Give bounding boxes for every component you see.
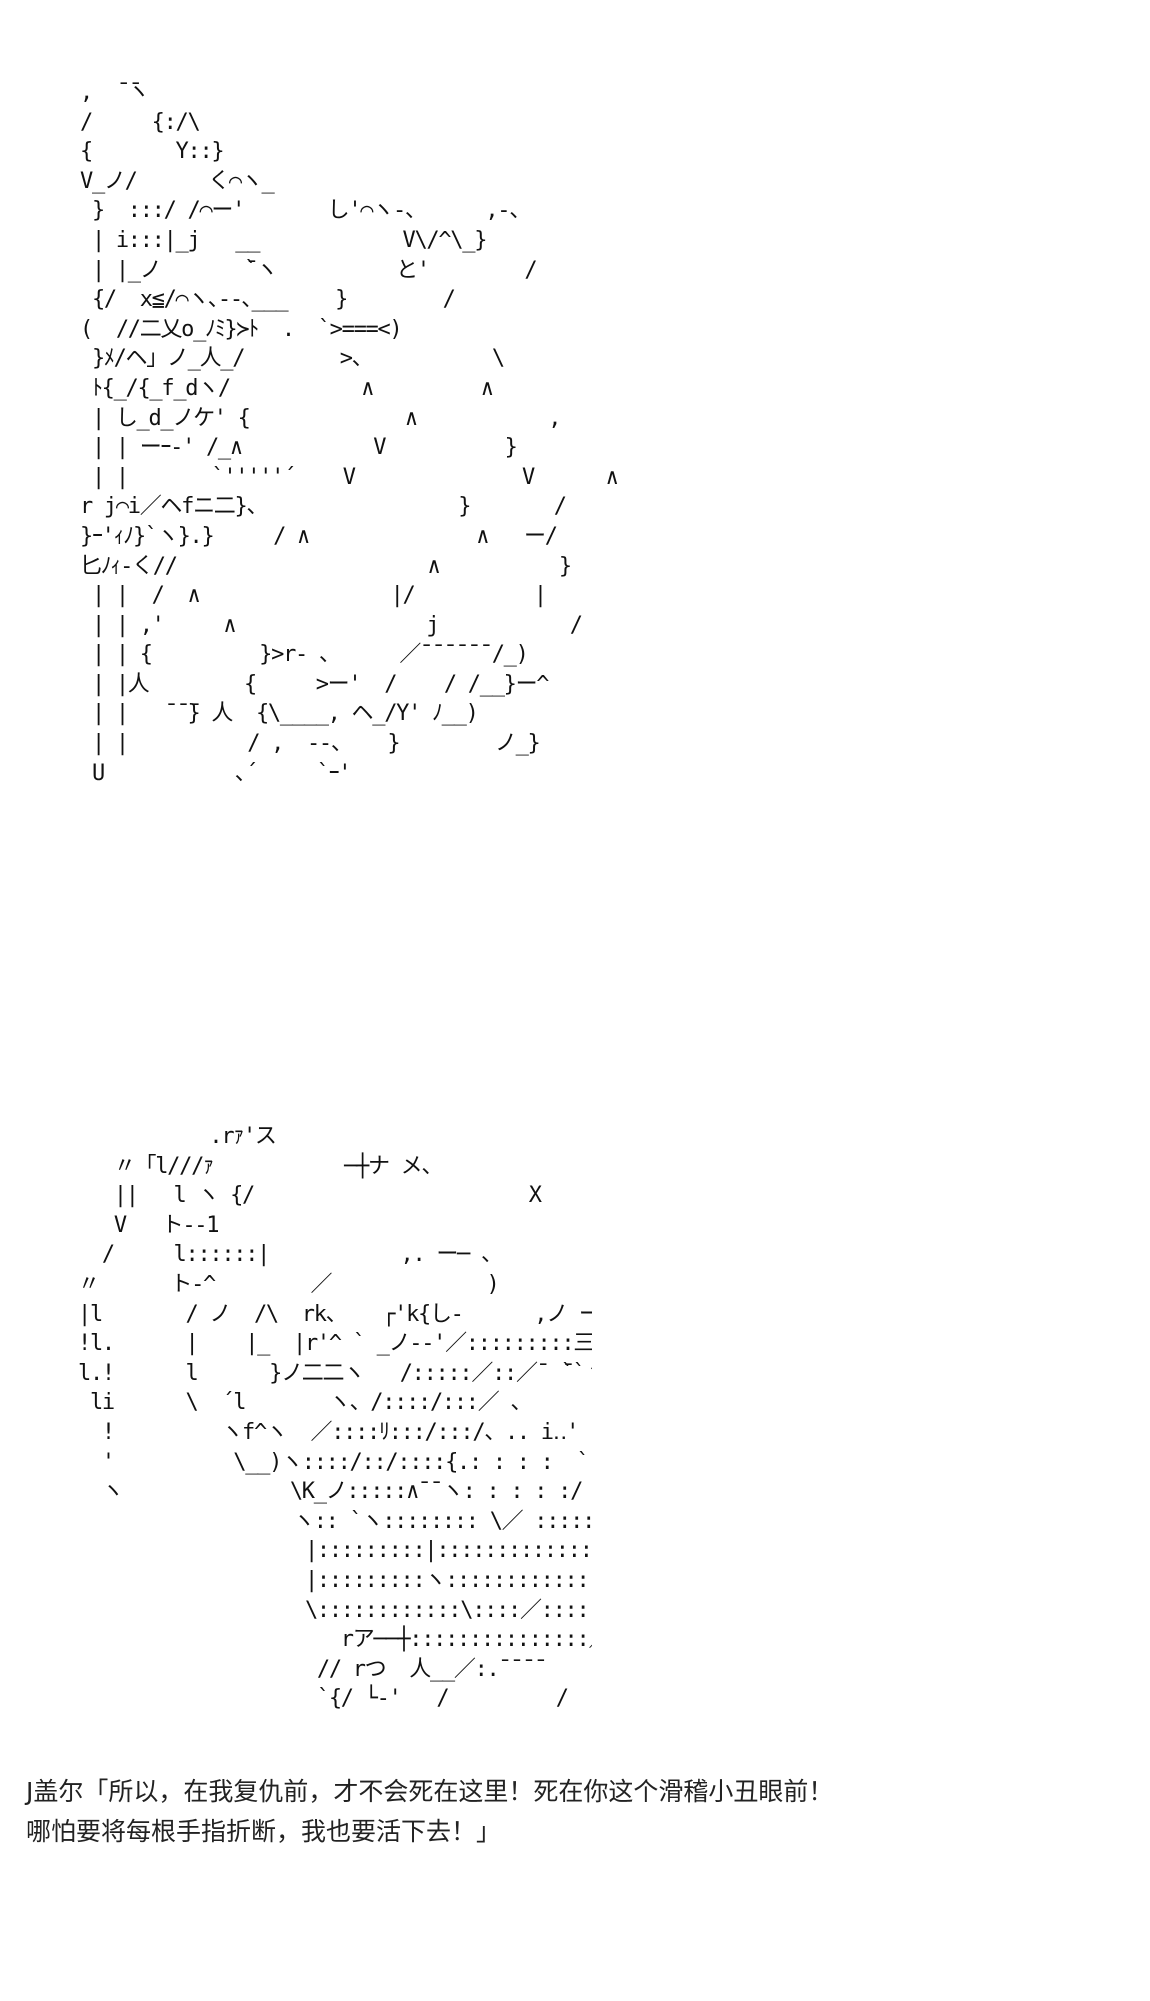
- ascii-art-j-geil-hand-closeup: .rｧ'ス 〃「l///ｧ ─┼ナ メ、 || l ヽ {/ X V ト--1 …: [78, 1124, 592, 1712]
- dialogue-text: J盖尔「所以，在我复仇前，才不会死在这里！死在你这个滑稽小丑眼前！ 哪怕要将每根…: [26, 1772, 833, 1852]
- dialogue-line-2: 哪怕要将每根手指折断，我也要活下去！」: [26, 1817, 502, 1846]
- dialogue-line-1: J盖尔「所以，在我复仇前，才不会死在这里！死在你这个滑稽小丑眼前！: [26, 1777, 834, 1806]
- ascii-art-j-geil-with-hanged-man: , ̄ ̄ヽ / {:/\ { Y::} V_ノ/ く⌒ヽ_ } :::/ /⌒…: [80, 80, 619, 786]
